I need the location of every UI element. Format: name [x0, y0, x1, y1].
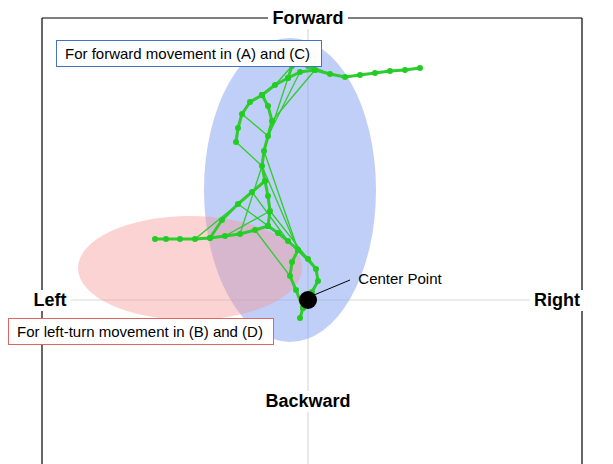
skeleton-joint: [235, 201, 241, 207]
skeleton-joint: [312, 67, 318, 73]
skeleton-joint: [261, 148, 267, 154]
direction-label: Forward: [268, 8, 347, 29]
frame: [42, 18, 582, 464]
skeleton-joint: [265, 133, 271, 139]
skeleton-link: [236, 142, 262, 166]
skeleton-joint: [265, 223, 271, 229]
skeleton-joint: [313, 266, 319, 272]
left-turn-note-box: For left-turn movement in (B) and (D): [8, 318, 274, 345]
skeleton-joint: [265, 103, 271, 109]
skeleton-joint: [387, 68, 393, 74]
skeleton-joint: [295, 247, 301, 253]
skeleton-joint: [152, 236, 158, 242]
skeleton-link: [255, 230, 290, 276]
skeleton-joint: [295, 247, 301, 253]
skeleton-link: [275, 66, 292, 85]
axes: [42, 18, 582, 464]
skeleton-joint: [372, 70, 378, 76]
skeleton-joint: [233, 139, 239, 145]
skeleton-joint: [417, 65, 423, 71]
skeleton-joint: [265, 223, 271, 229]
skeleton-joint: [207, 235, 213, 241]
skeleton-joint: [163, 236, 169, 242]
direction-label: Left: [30, 290, 71, 311]
skeleton-joint: [177, 236, 183, 242]
direction-label: Backward: [261, 391, 354, 412]
skeleton-joint: [249, 189, 255, 195]
skeleton-joint: [265, 193, 271, 199]
skeleton-joint: [237, 231, 243, 237]
leader-line: [314, 280, 350, 295]
skeleton-joint: [287, 273, 293, 279]
point-label: Center Point: [358, 270, 441, 287]
skeleton-link: [225, 211, 270, 236]
skeleton-joint: [305, 256, 311, 262]
skeleton-joint: [297, 315, 303, 321]
skeleton-joint: [285, 75, 291, 81]
left-turn-region: [78, 216, 302, 320]
skeleton-joint: [327, 71, 333, 77]
direction-label: Right: [530, 290, 584, 311]
skeleton-joint: [192, 236, 198, 242]
skeleton-joint: [252, 227, 258, 233]
center-point: [299, 291, 317, 309]
skeleton-link: [288, 241, 316, 269]
skeleton-joint: [207, 235, 213, 241]
skeleton-link: [210, 220, 222, 238]
skeleton-joint: [272, 82, 278, 88]
skeleton-link: [242, 114, 268, 136]
skeleton-joint: [285, 238, 291, 244]
skeleton-joint: [259, 163, 265, 169]
skeleton-joint: [265, 223, 271, 229]
skeleton-joint: [222, 233, 228, 239]
skeleton-joint: [293, 287, 299, 293]
skeleton-joint: [267, 208, 273, 214]
skeleton-joint: [262, 178, 268, 184]
skeleton-joint: [269, 118, 275, 124]
skeleton-link: [270, 211, 308, 259]
skeleton-joint: [402, 67, 408, 73]
skeleton-joint: [289, 259, 295, 265]
skeleton-link: [272, 70, 315, 121]
skeleton-joint: [219, 217, 225, 223]
skeleton-joint: [262, 178, 268, 184]
forward-note-box: For forward movement in (A) and (C): [56, 40, 322, 67]
skeleton-joint: [312, 67, 318, 73]
skeleton-joint: [342, 74, 348, 80]
skeleton-joint: [259, 92, 265, 98]
skeleton-joint: [315, 278, 321, 284]
note-text: For forward movement in (A) and (C): [65, 45, 310, 62]
skeleton-link: [268, 72, 300, 136]
skeleton-joint: [259, 92, 265, 98]
skeleton-link: [222, 204, 238, 220]
skeleton-joint: [247, 99, 253, 105]
skeleton-joint: [357, 72, 363, 78]
note-text: For left-turn movement in (B) and (D): [17, 323, 263, 340]
skeleton-joint: [259, 92, 265, 98]
skeleton-link: [264, 151, 298, 250]
skeleton-joint: [235, 125, 241, 131]
skeleton-joint: [297, 69, 303, 75]
skeleton-joint: [285, 75, 291, 81]
skeleton-link: [262, 166, 298, 250]
skeleton-joint: [275, 230, 281, 236]
skeleton-joint: [239, 111, 245, 117]
